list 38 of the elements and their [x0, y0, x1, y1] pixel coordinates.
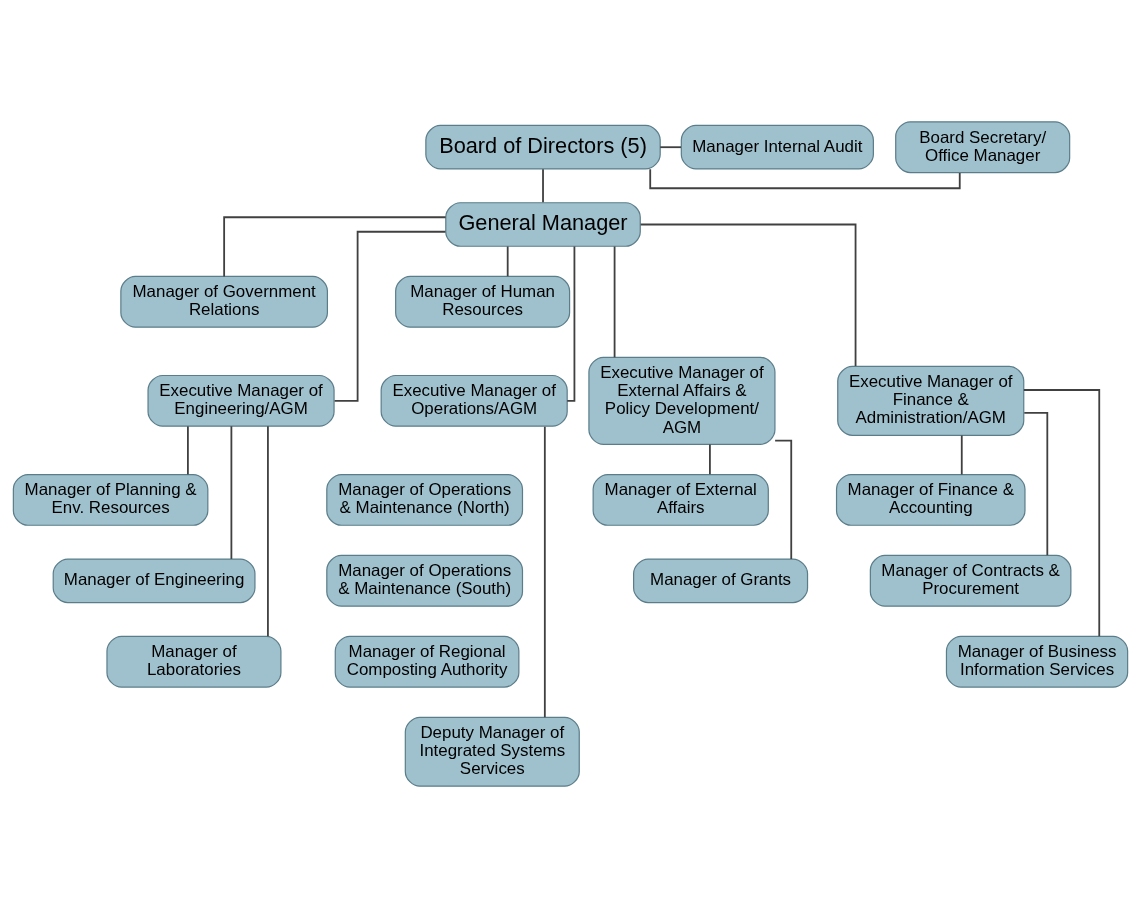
node-box: Board Secretary/ Office Manager	[895, 120, 1071, 173]
connector	[659, 145, 682, 148]
connector	[613, 245, 616, 358]
node-box: Manager of External Affairs	[592, 473, 769, 526]
connector	[1023, 411, 1049, 556]
connector	[543, 425, 546, 718]
connector	[639, 223, 857, 367]
node-box: Manager of Regional Composting Authority	[334, 635, 520, 688]
node-box: Manager of Business Information Services	[945, 635, 1129, 688]
node-box: Manager of Contracts & Procurement	[869, 554, 1072, 607]
connector	[960, 434, 963, 475]
node-box: Manager of Operations & Maintenance (North)	[326, 473, 524, 526]
node-box: Executive Manager of Finance & Administration/AGM	[837, 365, 1025, 436]
connector	[333, 230, 447, 402]
connector	[223, 215, 447, 277]
node-box: Board of Directors (5)	[425, 124, 661, 170]
node-box: Manager of Operations & Maintenance (South)	[326, 554, 524, 607]
node-box: Manager Internal Audit	[680, 124, 874, 170]
connector	[187, 424, 189, 475]
connector	[1022, 388, 1101, 637]
node-box: Executive Manager of Engineering/AGM	[147, 374, 335, 427]
connector	[709, 443, 711, 475]
node-box: Manager of Finance & Accounting	[835, 473, 1026, 526]
node-box: Manager of Engineering	[52, 558, 256, 603]
node-box: Manager of Planning & Env. Resources	[12, 473, 209, 526]
node-box: Manager of Grants	[633, 558, 809, 603]
node-box: Manager of Government Relations	[120, 275, 328, 328]
node-box: Executive Manager of External Affairs & Policy Development/ AGM	[588, 356, 776, 445]
node-box: General Manager	[445, 201, 641, 247]
node-box: Manager of Human Resources	[395, 275, 571, 328]
connector	[506, 245, 509, 277]
connector	[566, 245, 576, 402]
connector	[267, 424, 269, 637]
node-box: Deputy Manager of Integrated Systems Services	[404, 716, 580, 787]
node-box: Executive Manager of Operations/AGM	[380, 374, 568, 427]
connector	[542, 167, 544, 203]
node-box: Manager of Laboratories	[106, 635, 282, 688]
connector	[230, 424, 233, 560]
